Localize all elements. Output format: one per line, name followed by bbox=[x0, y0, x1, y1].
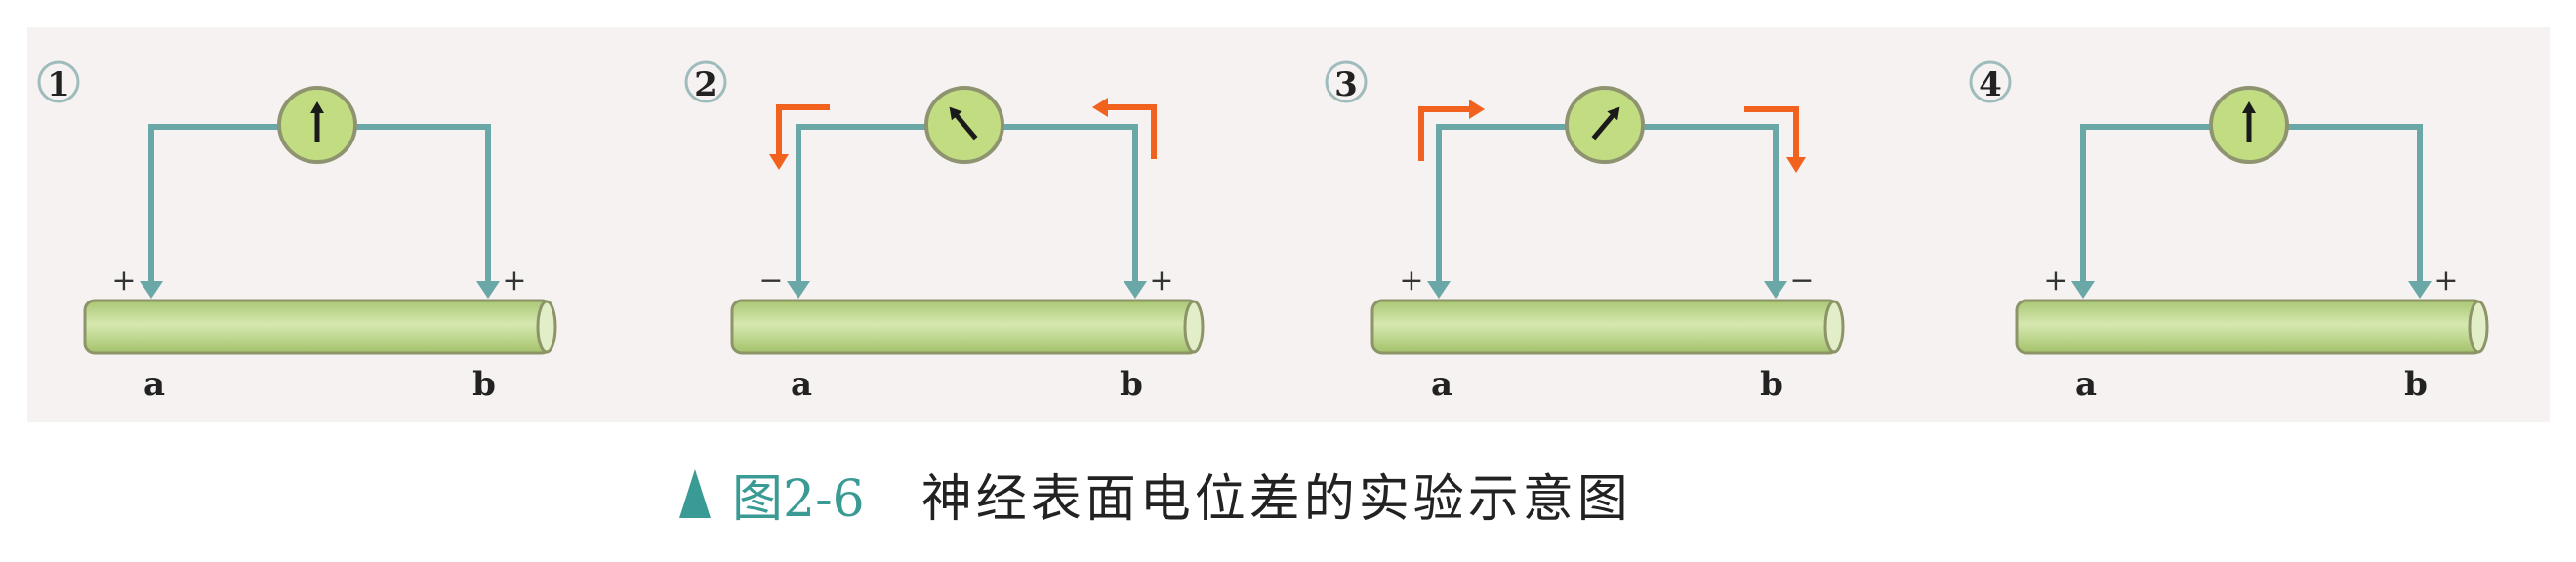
figure-number: 图2-6 bbox=[732, 469, 865, 529]
current-arrow-right bbox=[1744, 106, 1799, 159]
point-a-label: a bbox=[143, 365, 165, 404]
left-polarity-sign: + bbox=[2043, 263, 2067, 298]
current-arrow-right-head-icon bbox=[1786, 157, 1806, 173]
current-arrow-left bbox=[1418, 106, 1471, 161]
needle-shaft bbox=[952, 111, 978, 140]
nerve-fiber bbox=[730, 299, 1201, 355]
electrode-a-arrow-icon bbox=[787, 281, 810, 299]
needle-tip bbox=[310, 101, 324, 113]
point-b-label: b bbox=[2404, 365, 2428, 404]
panel-number-circle bbox=[1325, 60, 1368, 103]
nerve-fiber bbox=[2015, 299, 2485, 355]
caption-text: 神经表面电位差的实验示意图 bbox=[920, 469, 1632, 529]
electrode-b-arrow-icon bbox=[1764, 281, 1787, 299]
panel-4: 4 + + a b bbox=[1969, 60, 2489, 404]
current-arrow-left-head-icon bbox=[1469, 100, 1485, 119]
nerve-fiber bbox=[83, 299, 553, 355]
current-arrow-right bbox=[1106, 104, 1157, 159]
right-polarity-sign: + bbox=[1149, 263, 1173, 298]
panel-3: 3 + − a b bbox=[1325, 60, 1845, 404]
figure-background bbox=[27, 27, 2550, 422]
point-a-label: a bbox=[2075, 365, 2097, 404]
panel-number-circle bbox=[1969, 60, 2012, 103]
right-polarity-sign: − bbox=[1789, 263, 1814, 298]
nerve-cross-section bbox=[1823, 300, 1845, 354]
panel-number-circle bbox=[684, 60, 727, 103]
nerve-fiber bbox=[1370, 299, 1841, 355]
nerve-cross-section bbox=[1183, 300, 1205, 354]
right-polarity-sign: + bbox=[2433, 263, 2458, 298]
electrode-b-arrow-icon bbox=[2408, 281, 2432, 299]
galvanometer-needle-icon bbox=[1591, 106, 1620, 140]
galvanometer-needle-icon bbox=[949, 106, 978, 140]
electrode-a-arrow-icon bbox=[1427, 281, 1451, 299]
needle-tip bbox=[2242, 101, 2256, 113]
panel-number: 2 bbox=[694, 65, 717, 104]
galvanometer-needle-icon bbox=[2242, 101, 2256, 142]
needle-tip bbox=[949, 106, 962, 121]
current-arrow-left-head-icon bbox=[769, 154, 789, 170]
current-arrow-right-head-icon bbox=[1092, 98, 1108, 117]
figure-caption: 图2-6 神经表面电位差的实验示意图 bbox=[679, 462, 1632, 529]
panel-number: 3 bbox=[1334, 65, 1358, 104]
triangle-marker-icon bbox=[679, 469, 711, 518]
point-b-label: b bbox=[472, 365, 496, 404]
needle-shaft bbox=[1591, 111, 1617, 140]
electrode-a-arrow-icon bbox=[140, 281, 163, 299]
galvanometer-needle-icon bbox=[310, 101, 324, 142]
point-a-label: a bbox=[791, 365, 812, 404]
right-polarity-sign: + bbox=[502, 263, 526, 298]
point-b-label: b bbox=[1760, 365, 1783, 404]
electrode-b-arrow-icon bbox=[1124, 281, 1147, 299]
panel-number: 4 bbox=[1979, 65, 2002, 104]
panel-2: 2 − + a b bbox=[684, 60, 1205, 404]
left-polarity-sign: + bbox=[111, 263, 136, 298]
panel-number: 1 bbox=[47, 65, 70, 104]
panel-1: 1 + + a b bbox=[37, 60, 557, 404]
electrode-a-arrow-icon bbox=[2071, 281, 2095, 299]
nerve-cross-section bbox=[2468, 300, 2489, 354]
point-a-label: a bbox=[1431, 365, 1452, 404]
needle-tip bbox=[1607, 106, 1620, 121]
left-polarity-sign: − bbox=[758, 263, 783, 298]
nerve-cross-section bbox=[536, 300, 557, 354]
point-b-label: b bbox=[1120, 365, 1143, 404]
panel-number-circle bbox=[37, 60, 80, 103]
current-arrow-left bbox=[776, 104, 830, 156]
electrode-b-arrow-icon bbox=[476, 281, 500, 299]
left-polarity-sign: + bbox=[1399, 263, 1423, 298]
